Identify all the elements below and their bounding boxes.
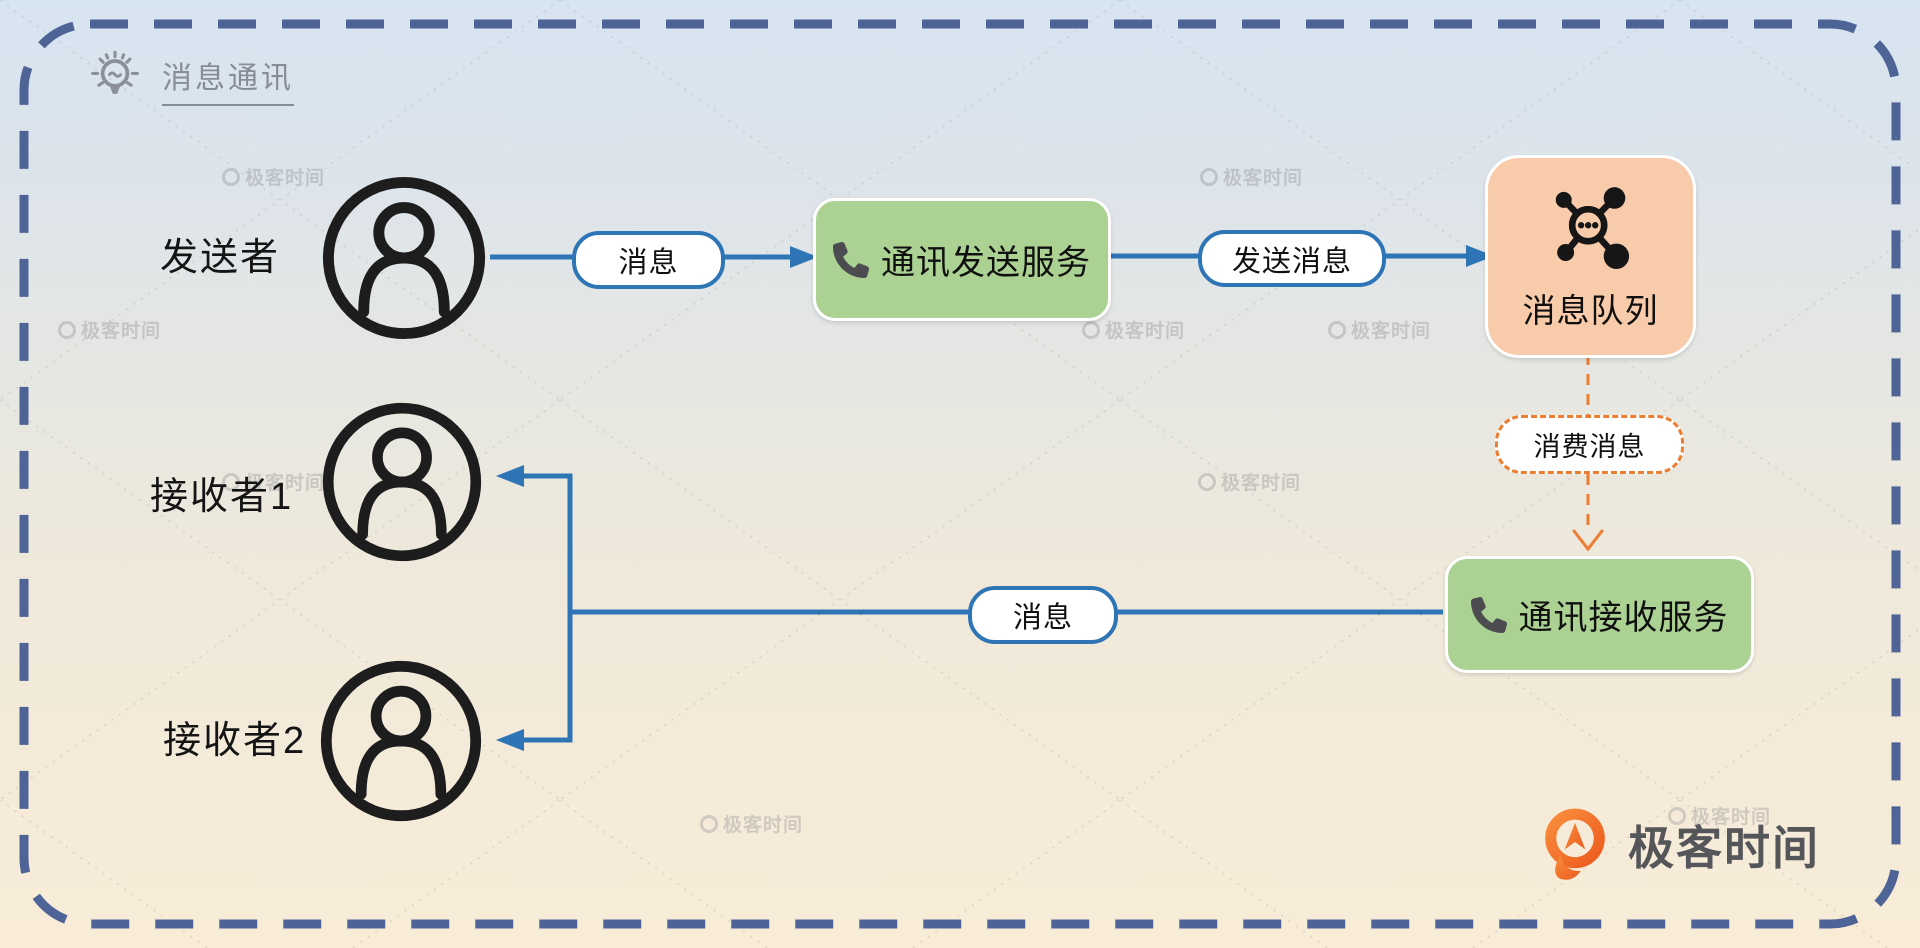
lightbulb-icon	[91, 50, 139, 94]
node-receive-service-label: 通讯接收服务	[1518, 599, 1729, 637]
edge-label-consume-message: 消费消息	[1495, 415, 1684, 474]
receiver1-label: 接收者1	[150, 476, 294, 518]
edge-label-message-out: 消息	[572, 231, 725, 289]
edge-label-message-in: 消息	[968, 586, 1118, 644]
brand-logo: 极客时间	[1538, 806, 1820, 884]
sender-label: 发送者	[160, 237, 281, 279]
node-send-service: 通讯发送服务	[813, 198, 1111, 321]
edge-label-send-message-text: 发送消息	[1231, 245, 1352, 278]
node-send-service-label: 通讯发送服务	[881, 244, 1091, 282]
node-message-queue: 消息队列	[1485, 155, 1696, 358]
edge-label-consume-message-text: 消费消息	[1533, 432, 1646, 462]
title-block: 消息通讯	[84, 46, 294, 112]
outer-dashed-border	[19, 19, 1901, 929]
node-message-queue-label: 消息队列	[1522, 291, 1659, 329]
receiver2-label: 接收者2	[163, 720, 307, 762]
page-title: 消息通讯	[162, 53, 294, 106]
edge-label-send-message: 发送消息	[1198, 230, 1386, 287]
message-queue-icon	[1555, 186, 1629, 269]
brand-logo-text: 极客时间	[1628, 822, 1820, 874]
edge-label-message-out-text: 消息	[618, 247, 679, 279]
receiver2-person-icon	[320, 660, 482, 822]
sender-person-icon	[322, 176, 486, 340]
geektime-logo-icon	[1545, 808, 1605, 880]
node-receive-service: 通讯接收服务	[1445, 556, 1754, 673]
receiver1-person-icon	[322, 402, 482, 562]
phone-icon	[833, 241, 869, 278]
phone-icon	[1470, 596, 1507, 633]
edge-label-message-in-text: 消息	[1012, 602, 1073, 634]
